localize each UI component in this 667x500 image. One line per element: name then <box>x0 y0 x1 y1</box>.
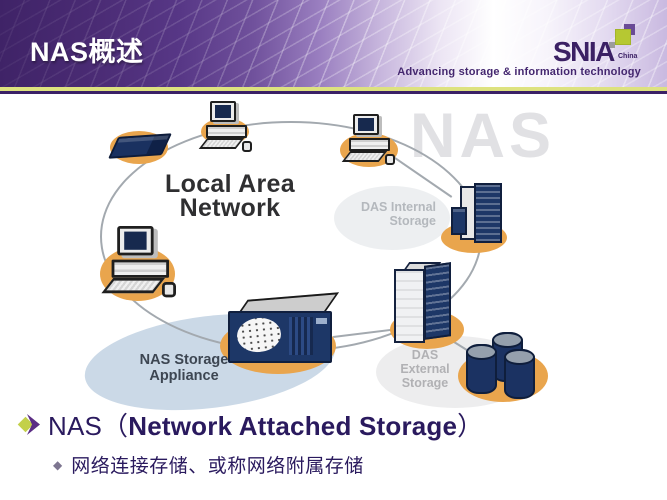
mouse <box>385 154 395 165</box>
system-unit <box>206 125 247 138</box>
bullet-1-prefix: NAS（ <box>48 411 129 441</box>
das-internal-label-line1: DAS Internal <box>360 200 436 214</box>
hub-body <box>108 133 172 159</box>
snia-tagline: Advancing storage & information technolo… <box>397 66 641 78</box>
computer-icon <box>341 114 395 165</box>
lan-label-line2: Network <box>179 194 281 222</box>
snia-logo: SNIA <box>553 36 615 67</box>
lattice-pattern <box>0 0 667 87</box>
nas-appliance-label-line2: Appliance <box>149 368 219 384</box>
nas-front-face <box>228 311 332 363</box>
keyboard <box>101 277 166 294</box>
server-front-box <box>451 207 467 235</box>
snia-region-label: China <box>618 53 638 60</box>
monitor <box>117 226 154 256</box>
computer-icon <box>101 226 176 298</box>
nas-grille <box>235 315 283 355</box>
keyboard <box>341 151 388 162</box>
bullet-1-suffix: ） <box>457 411 484 441</box>
server-side-face <box>424 262 451 340</box>
nas-appliance-label: NAS Storage Appliance <box>128 352 240 384</box>
server-front-face <box>394 269 425 343</box>
page-title: NAS概述 <box>30 37 144 67</box>
network-hub-icon <box>108 133 172 159</box>
disk-cylinder <box>504 349 535 399</box>
nas-appliance-icon <box>228 292 340 364</box>
lan-label: Local Area Network <box>145 170 315 222</box>
snia-logo-green-square <box>615 29 631 45</box>
storage-disks-icon <box>466 332 548 402</box>
header-divider-yellow <box>0 87 667 91</box>
monitor <box>353 114 379 135</box>
das-external-server-icon <box>394 262 452 344</box>
das-external-label-line1: DAS <box>411 348 439 362</box>
keyboard <box>198 138 245 149</box>
bullet-item-2: ◆ 网络连接存储、或称网络附属存储 <box>53 451 364 478</box>
snia-logo-gray-square <box>609 42 615 48</box>
diamond-bullet-icon: ◆ <box>53 457 63 472</box>
mouse <box>242 141 252 152</box>
header-divider-purple <box>0 91 667 94</box>
lan-label-line1: Local Area <box>165 170 295 198</box>
das-external-label: DAS External Storage <box>384 348 466 390</box>
bullet-item-1: NAS（Network Attached Storage） <box>16 406 483 443</box>
nas-vents <box>289 317 313 355</box>
bullet-1-emphasis: Network Attached Storage <box>128 411 458 441</box>
nas-diagram: NAS Local Area Network <box>0 94 667 424</box>
nas-appliance-label-line1: NAS Storage <box>139 352 229 368</box>
disk-cylinder <box>466 344 497 394</box>
header-banner: NAS概述 SNIA China Advancing storage & inf… <box>0 0 667 87</box>
system-unit <box>111 259 169 278</box>
das-internal-server-icon <box>451 183 502 245</box>
computer-icon <box>198 101 252 152</box>
system-unit <box>349 138 390 151</box>
mouse <box>162 282 176 298</box>
diamond-arrow-icon <box>17 413 40 435</box>
das-internal-label-line2: Storage <box>389 214 436 228</box>
das-internal-label: DAS Internal Storage <box>346 200 436 228</box>
das-external-label-line2: External <box>400 362 450 376</box>
bullet-1-text: NAS（Network Attached Storage） <box>48 406 483 443</box>
server-front-face <box>474 183 502 243</box>
nas-badge <box>316 318 327 324</box>
bullet-2-text: 网络连接存储、或称网络附属存储 <box>71 456 364 477</box>
monitor <box>210 101 236 122</box>
das-external-label-line3: Storage <box>401 376 449 390</box>
